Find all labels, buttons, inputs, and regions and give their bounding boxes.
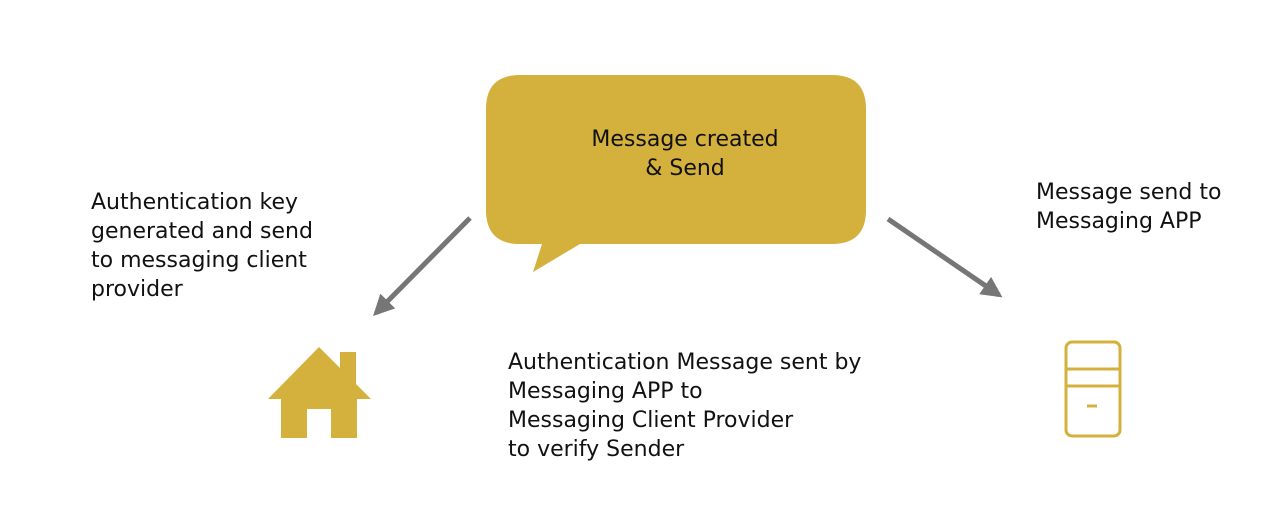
bubble-line-1: Message created	[591, 127, 779, 152]
auth-key-note-line-4: provider	[91, 277, 183, 302]
auth-message-note-line-3: Messaging Client Provider	[508, 408, 794, 433]
auth-message-note-line-2: Messaging APP to	[508, 379, 703, 404]
house-roof	[268, 347, 371, 399]
message-send-note: Message send to Messaging APP	[1036, 178, 1221, 236]
auth-key-note-line-1: Authentication key	[91, 190, 299, 215]
mobile-device-icon	[1064, 340, 1122, 438]
arrow-to-device	[886, 216, 1003, 298]
auth-message-note-line-1: Authentication Message sent by	[508, 350, 862, 375]
auth-key-note-line-2: generated and send	[91, 219, 313, 244]
device-outline	[1064, 340, 1122, 438]
house-body	[281, 392, 357, 438]
bubble-line-2: & Send	[645, 156, 725, 181]
auth-key-note: Authentication key generated and send to…	[91, 188, 313, 304]
arrow-to-house	[373, 216, 472, 316]
message-send-note-line-1: Message send to	[1036, 180, 1222, 205]
speech-bubble	[486, 75, 866, 272]
auth-key-note-line-3: to messaging client	[91, 248, 307, 273]
house-icon	[268, 347, 371, 438]
speech-bubble-shape	[486, 75, 866, 272]
auth-message-note: Authentication Message sent by Messaging…	[508, 348, 861, 464]
bubble-text: Message created & Send	[560, 125, 810, 183]
auth-message-note-line-4: to verify Sender	[508, 437, 685, 462]
message-send-note-line-2: Messaging APP	[1036, 209, 1202, 234]
